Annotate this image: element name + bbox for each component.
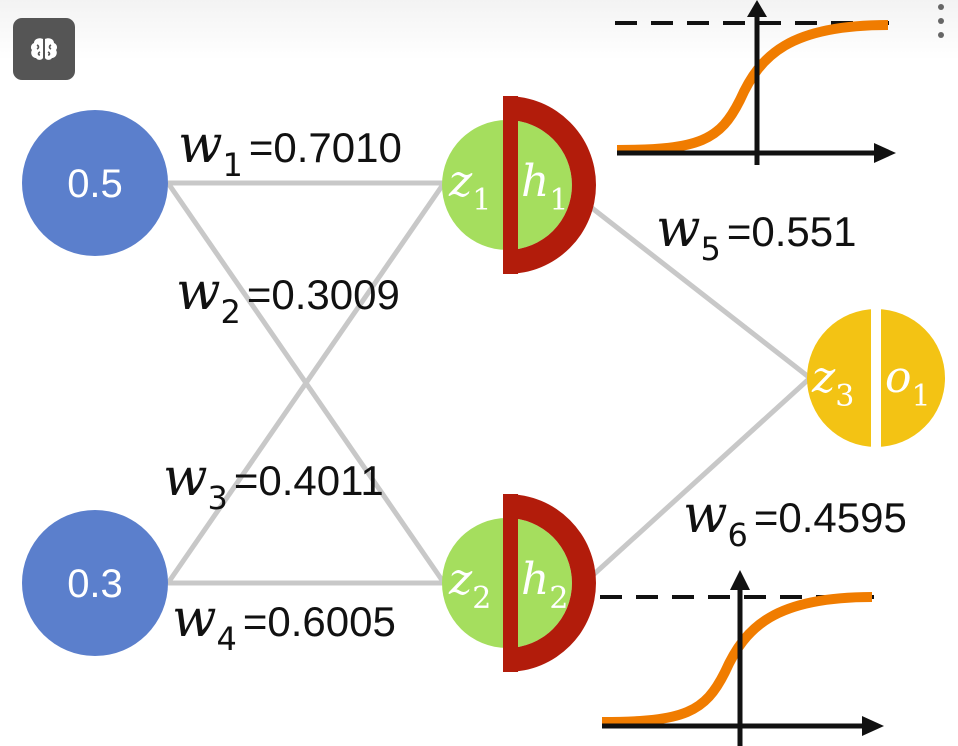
x-axis-arrow-icon: [874, 143, 896, 163]
output-node: z3 o1: [807, 306, 945, 450]
connection-w3: [165, 181, 447, 585]
output-node-z: z3: [811, 352, 854, 414]
weight-label-w2: w2=0.3009: [176, 262, 400, 331]
input-node-2: 0.3: [22, 510, 168, 656]
weight-label-w3: w3=0.4011: [163, 448, 384, 517]
hidden-node-2-h: h2: [521, 554, 568, 616]
weight-label-w4: w4=0.6005: [172, 589, 396, 658]
weight-label-w6: w6=0.4595: [683, 485, 907, 554]
hidden-node-1: z1 h1: [442, 96, 596, 274]
activation-ring-h1: [507, 96, 596, 274]
input-node-1: 0.5: [22, 110, 168, 256]
hidden-node-1-z: z1: [448, 156, 491, 218]
sigmoid-curve: [616, 20, 889, 155]
sigmoid-plot-bottom: [600, 570, 884, 746]
y-axis-arrow-icon: [730, 570, 750, 590]
brain-icon[interactable]: [13, 18, 75, 80]
connection-w6: [590, 376, 812, 578]
connections: [165, 180, 812, 586]
sigmoid-plot-top: [615, 0, 896, 165]
x-axis-arrow-icon: [862, 716, 884, 736]
hidden-node-1-h: h1: [521, 156, 568, 218]
input-node-2-value: 0.3: [67, 562, 123, 606]
more-vert-icon[interactable]: [934, 4, 948, 38]
hidden-node-2-z: z2: [448, 554, 491, 616]
brain-icon-glyph: [30, 38, 58, 60]
y-axis-arrow-icon: [747, 0, 767, 17]
weight-label-w1: w1=0.7010: [178, 115, 402, 184]
connection-w5: [590, 206, 812, 380]
activation-ring-h2: [507, 494, 596, 672]
hidden-node-2: z2 h2: [442, 494, 596, 672]
sigmoid-curve: [601, 592, 873, 727]
output-node-o: o1: [885, 352, 931, 414]
weight-label-w5: w5=0.551: [656, 199, 857, 268]
input-node-1-value: 0.5: [67, 162, 123, 206]
